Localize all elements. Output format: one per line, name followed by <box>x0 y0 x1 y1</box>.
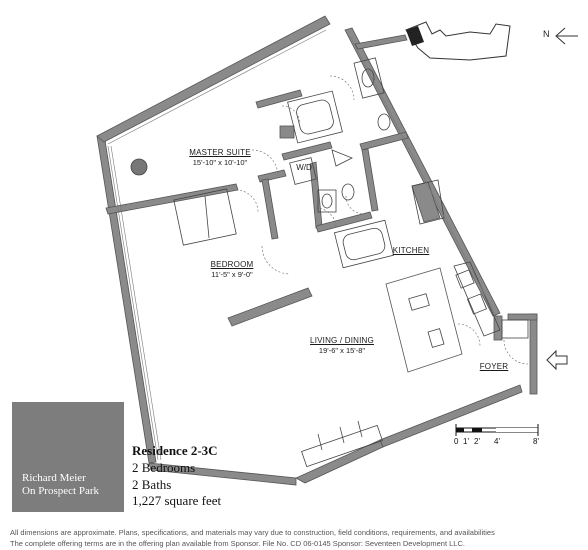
residence-area: 1,227 square feet <box>132 493 222 508</box>
room-name-bedroom: BEDROOM <box>210 260 254 269</box>
residence-baths: 2 Baths <box>132 476 172 492</box>
room-name-kitchen: KITCHEN <box>392 246 430 255</box>
room-label-kitchen: KITCHEN <box>386 246 436 256</box>
brand-line-2: On Prospect Park <box>22 485 99 497</box>
room-name-master-suite: MASTER SUITE <box>189 148 251 157</box>
entry-arrow-icon <box>546 349 568 371</box>
room-label-living-dining: LIVING / DINING 19'-6" x 15'-8" <box>290 336 394 356</box>
bathtub-lower <box>333 219 395 269</box>
disclaimer: All dimensions are approximate. Plans, s… <box>10 527 495 549</box>
toilet-upper <box>377 113 391 131</box>
interior-walls <box>105 89 463 373</box>
scale-tick-2: 2' <box>474 437 480 446</box>
brand-line-1: Richard Meier <box>22 472 86 484</box>
vanity-master <box>317 189 337 213</box>
bathtub-upper <box>287 90 343 144</box>
residence-info: Residence 2-3C 2 Bedrooms 2 Baths 1,227 … <box>132 442 221 510</box>
key-plan <box>405 21 511 61</box>
column <box>130 158 148 176</box>
scale-tick-4: 4' <box>494 437 500 446</box>
room-name-wd: W/D <box>296 163 312 172</box>
residence-bedrooms: 2 Bedrooms <box>132 460 196 475</box>
room-label-foyer: FOYER <box>474 362 514 372</box>
brand-logo: Richard Meier On Prospect Park <box>12 402 124 512</box>
living-built-in <box>301 424 383 468</box>
room-dims-living-dining: 19'-6" x 15'-8" <box>318 346 366 355</box>
scale-bar <box>455 424 539 436</box>
disclaimer-line-1: All dimensions are approximate. Plans, s… <box>10 528 495 537</box>
scale-tick-8: 8' <box>533 437 539 446</box>
residence-title: Residence 2-3C <box>132 443 218 458</box>
windows <box>107 29 499 461</box>
room-dims-bedroom: 11'-5" x 9'-0" <box>211 270 253 279</box>
room-name-foyer: FOYER <box>479 362 509 371</box>
toilet-lower <box>341 183 355 201</box>
scale-tick-1: 1' <box>463 437 469 446</box>
washer-dryer-closet <box>289 157 317 185</box>
door-swings <box>235 75 529 365</box>
bedroom-closet <box>173 188 237 246</box>
vanity-upper <box>353 57 385 99</box>
room-dims-master-suite: 15'-10" x 10'-10" <box>192 158 248 167</box>
room-label-bedroom: BEDROOM 11'-5" x 9'-0" <box>186 260 278 280</box>
shower <box>331 149 353 167</box>
room-label-wd: W/D <box>293 163 315 173</box>
compass-north-label: N <box>543 29 550 39</box>
room-label-master-suite: MASTER SUITE 15'-10" x 10'-10" <box>174 148 266 168</box>
scale-tick-0: 0 <box>454 437 459 446</box>
fixtures <box>130 57 529 468</box>
kitchen-counter <box>453 261 501 337</box>
north-arrow-icon <box>555 27 578 45</box>
outer-walls <box>96 15 538 486</box>
room-name-living-dining: LIVING / DINING <box>310 336 374 345</box>
disclaimer-line-2: The complete offering terms are in the o… <box>10 539 465 548</box>
